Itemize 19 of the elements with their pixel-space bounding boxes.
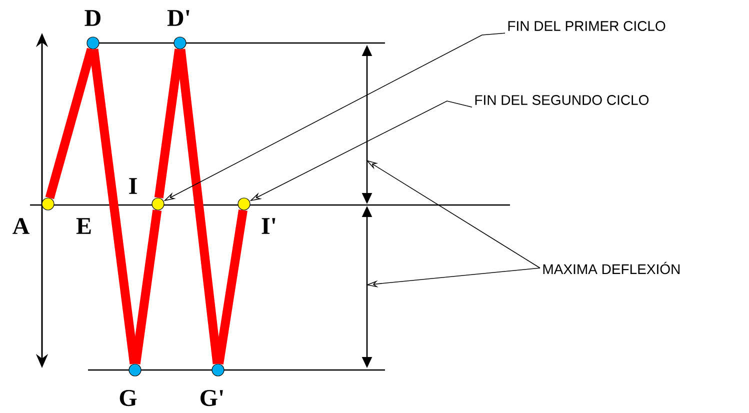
point-marker: [238, 198, 250, 210]
point-label: D: [84, 10, 100, 26]
point-label: I': [262, 218, 276, 234]
callout-text: FIN DEL SEGUNDO CICLO: [475, 95, 649, 105]
callout-text: MAXIMA DEFLEXIÓN: [543, 262, 680, 274]
point-label: I: [129, 178, 137, 194]
point-marker: [174, 36, 186, 50]
point-label: E: [76, 218, 91, 234]
point-marker: [42, 198, 54, 210]
point-label: G': [200, 390, 223, 406]
point-label: A: [12, 218, 30, 234]
point-label: D': [167, 10, 190, 26]
zigzag-segment: [214, 210, 248, 364]
point-marker: [212, 364, 224, 376]
point-label: G: [120, 390, 137, 406]
point-marker: [86, 36, 100, 50]
point-marker: [152, 198, 164, 210]
callout-text: FIN DEL PRIMER CICLO: [508, 21, 666, 31]
point-marker: [128, 364, 142, 376]
